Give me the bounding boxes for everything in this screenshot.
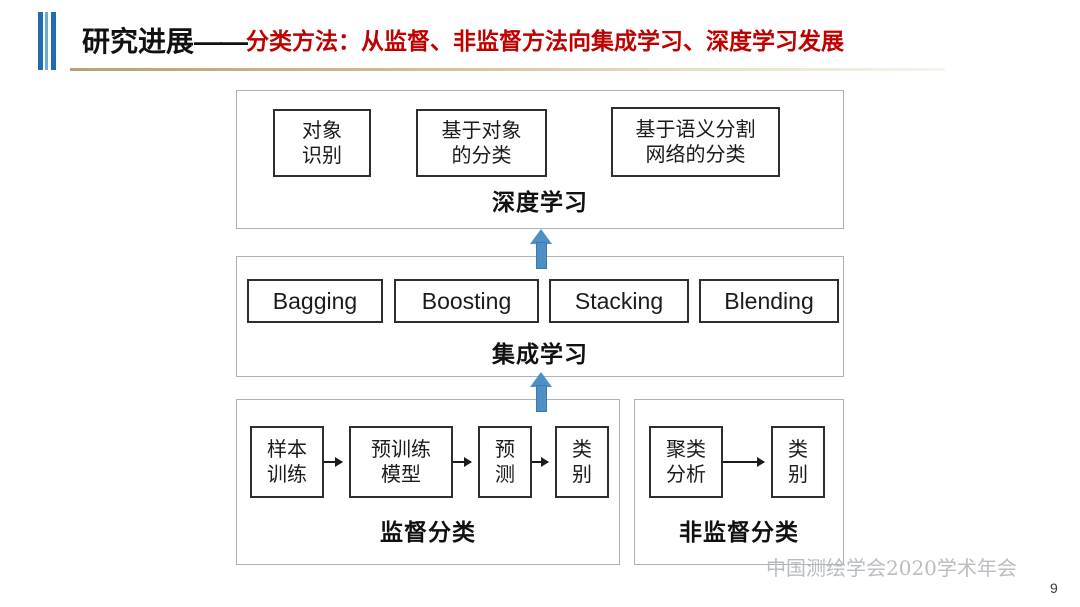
arrow-up-icon-classification-to-ensemble	[530, 372, 552, 412]
node-cluster-analysis: 聚类 分析	[649, 426, 723, 498]
node-label: 聚类 分析	[666, 437, 706, 486]
page-title-dash: ——	[194, 26, 248, 57]
group-ensemble-learning: Bagging Boosting Stacking Blending 集成学习	[236, 256, 844, 377]
group-label-unsupervised: 非监督分类	[679, 520, 799, 546]
node-label: Blending	[724, 287, 814, 314]
group-supervised-classification: 样本 训练 预训练 模型 预 测 类 别 监督分类	[236, 399, 620, 565]
arrow-shaft	[536, 385, 547, 412]
node-bagging: Bagging	[247, 279, 383, 323]
page-title-main: 研究进展	[82, 26, 195, 57]
node-object-based-classification: 基于对象 的分类	[416, 109, 547, 177]
node-stacking: Stacking	[549, 279, 689, 323]
node-prediction: 预 测	[478, 426, 532, 498]
node-label: 类 别	[788, 437, 808, 486]
node-object-recognition: 对象 识别	[273, 109, 371, 177]
arrow-head	[530, 372, 552, 387]
node-pretrained-model: 预训练 模型	[349, 426, 453, 498]
group-label-deep-learning: 深度学习	[492, 190, 588, 216]
title-divider	[70, 68, 945, 71]
page-number: 9	[1050, 580, 1058, 596]
watermark: 中国测绘学会2020学术年会	[766, 556, 1017, 580]
node-sample-training: 样本 训练	[250, 426, 324, 498]
group-label-supervised: 监督分类	[380, 520, 476, 546]
node-label: 类 别	[572, 437, 592, 486]
arrow-right-icon	[324, 457, 343, 467]
node-label: 预 测	[495, 437, 515, 486]
node-label: Boosting	[421, 287, 512, 314]
arrow-right-icon	[723, 457, 765, 467]
node-boosting: Boosting	[394, 279, 539, 323]
node-label: 基于语义分割 网络的分类	[635, 117, 756, 166]
node-label: 基于对象 的分类	[441, 118, 522, 167]
node-label: 样本 训练	[267, 437, 307, 486]
node-semantic-segmentation-classification: 基于语义分割 网络的分类	[611, 107, 780, 177]
arrow-right-icon	[532, 457, 549, 467]
page-title: 研究进展——分类方法：从监督、非监督方法向集成学习、深度学习发展	[82, 24, 844, 59]
node-label: Bagging	[272, 287, 358, 314]
node-category-supervised: 类 别	[555, 426, 609, 498]
arrow-head	[530, 229, 552, 244]
accent-bar-2	[45, 12, 48, 70]
page-title-subtitle: 分类方法：从监督、非监督方法向集成学习、深度学习发展	[246, 28, 845, 54]
node-label: Stacking	[574, 287, 664, 314]
node-blending: Blending	[699, 279, 839, 323]
node-category-unsupervised: 类 别	[771, 426, 825, 498]
node-label: 对象 识别	[302, 118, 342, 167]
accent-bar-3	[51, 12, 56, 70]
arrow-right-icon	[453, 457, 472, 467]
group-deep-learning: 对象 识别 基于对象 的分类 基于语义分割 网络的分类 深度学习	[236, 90, 844, 229]
accent-bar-1	[38, 12, 43, 70]
arrow-up-icon-ensemble-to-deep	[530, 229, 552, 269]
node-label: 预训练 模型	[371, 437, 431, 486]
group-label-ensemble-learning: 集成学习	[492, 342, 588, 368]
group-unsupervised-classification: 聚类 分析 类 别 非监督分类	[634, 399, 844, 565]
title-accent-bars	[38, 12, 62, 70]
arrow-shaft	[536, 242, 547, 269]
